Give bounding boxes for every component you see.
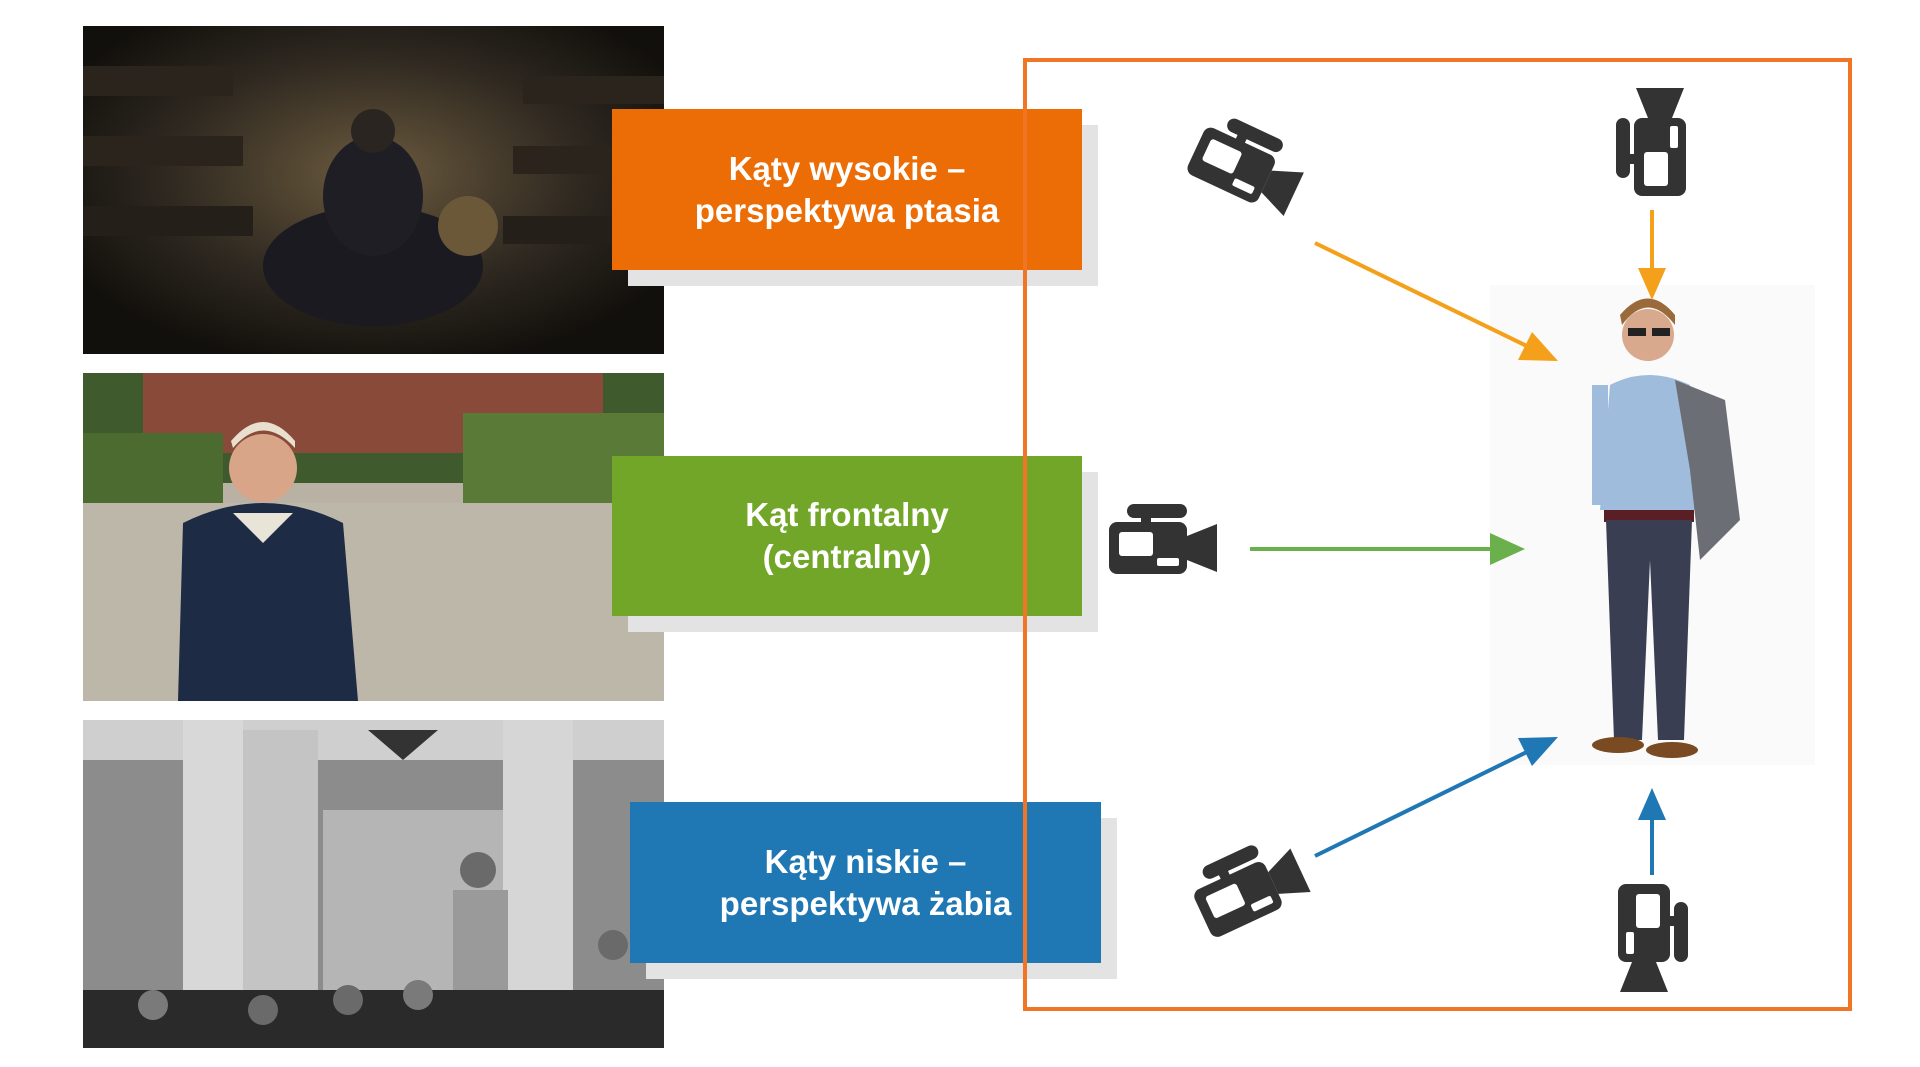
label-low-line2: perspektywa żabia <box>719 884 1012 922</box>
label-low-angle: Kąty niskie – perspektywa żabia <box>630 802 1101 963</box>
label-frontal-angle: Kąt frontalny (centralny) <box>612 456 1082 616</box>
label-front-line1: Kąt frontalny <box>745 496 949 533</box>
label-front-line2: (centralny) <box>762 538 932 575</box>
photo-frontal-angle <box>83 373 664 701</box>
label-high-angle: Kąty wysokie – perspektywa ptasia <box>612 109 1082 270</box>
label-high-line2: perspektywa ptasia <box>694 191 1000 229</box>
camera-angle-diagram-frame <box>1023 58 1852 1011</box>
photo-low-angle <box>83 720 664 1048</box>
label-low-line1: Kąty niskie – <box>764 842 967 880</box>
label-high-line1: Kąty wysokie – <box>728 149 966 187</box>
photo-high-angle <box>83 26 664 354</box>
